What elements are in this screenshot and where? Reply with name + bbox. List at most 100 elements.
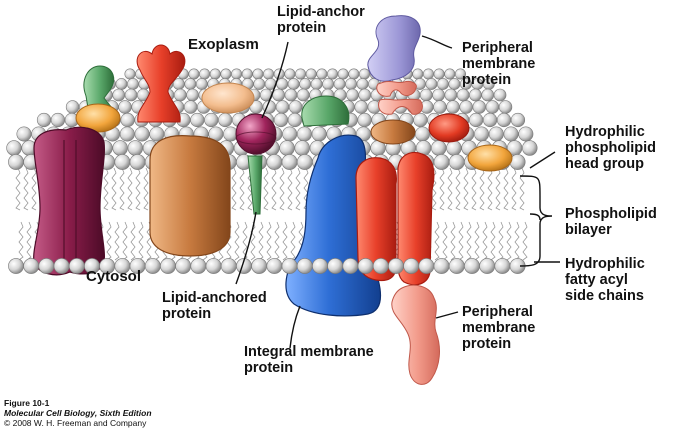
fatty-acyl-tail <box>122 221 128 261</box>
integral-protein-label: Integral membrane protein <box>244 344 374 376</box>
label-line: Lipid-anchored <box>162 290 267 306</box>
lipid-head <box>327 68 339 80</box>
lipid-head <box>448 154 465 170</box>
lipid-head <box>119 126 135 142</box>
figure-number: Figure 10-1 <box>4 398 50 408</box>
lipid-head <box>485 100 500 114</box>
fatty-acyl-tail <box>31 167 37 211</box>
fatty-acyl-tail <box>495 167 501 211</box>
lipid-head <box>348 68 360 80</box>
lipid-head <box>322 78 335 90</box>
lipid-head <box>160 258 176 274</box>
lipid-head <box>53 258 70 274</box>
fatty-acyl-tail <box>239 167 245 211</box>
fatty-acyl-tail <box>103 167 109 211</box>
lipid-head <box>190 258 207 274</box>
label-line: Integral membrane <box>244 344 374 360</box>
lipid-head <box>68 258 85 274</box>
lipid-head <box>431 140 447 156</box>
orange-protein-right <box>467 144 513 172</box>
lipid-head <box>287 112 303 128</box>
fatty-acyl-tail <box>290 221 296 261</box>
lipid-head <box>275 100 290 114</box>
lipid-head <box>346 88 359 102</box>
lipid-head <box>312 258 328 274</box>
lipid-head <box>296 154 313 170</box>
brown-integral-protein <box>149 135 231 257</box>
lipid-head <box>448 258 465 274</box>
fatty-acyl-tail <box>106 221 112 261</box>
fatty-acyl-tail <box>274 221 280 261</box>
lipid-head <box>354 100 368 114</box>
lipid-head <box>284 88 298 102</box>
lipid-head <box>266 154 283 170</box>
leader-lines <box>235 35 459 349</box>
lipid-head <box>220 258 237 274</box>
fatty-acyl-tail <box>482 221 488 261</box>
lipid-head <box>172 78 185 90</box>
lipid-head <box>173 88 187 102</box>
lipid-head <box>425 78 438 90</box>
purple-integral-protein <box>33 126 106 276</box>
lipid-head <box>127 78 139 90</box>
lipid-head <box>403 258 420 274</box>
red-transmembrane-protein <box>355 151 435 286</box>
lipid-anchor-protein-shape <box>235 113 277 215</box>
lipid-head <box>446 100 460 114</box>
lipid-head <box>342 258 359 274</box>
cytosol-label: Cytosol <box>86 268 142 285</box>
lipid-head <box>299 78 312 90</box>
lipid-anchored-protein-label: Lipid-anchored protein <box>162 290 267 322</box>
lipid-head <box>272 88 285 102</box>
fatty-acyl-tail <box>15 167 21 211</box>
lipid-head <box>474 126 490 142</box>
label-line: protein <box>277 20 327 36</box>
lipid-head <box>433 100 447 114</box>
lipid-head <box>282 126 298 142</box>
fatty-acyl-tail <box>522 221 528 261</box>
label-line: Peripheral <box>462 304 533 320</box>
fatty-acyl-tail <box>458 221 464 261</box>
lipid-head <box>195 78 208 90</box>
lipid-head <box>252 68 264 80</box>
lipid-head <box>281 154 298 170</box>
lipid-head <box>337 68 349 80</box>
label-line: membrane <box>462 56 536 72</box>
lipid-head <box>503 126 519 142</box>
lipid-head <box>479 258 496 274</box>
lipid-head <box>412 68 424 80</box>
acyl-chains-label: Hydrophilic fatty acyl side chains <box>565 256 645 304</box>
lipid-head <box>432 88 445 102</box>
lipid-head <box>459 100 473 114</box>
lipid-head <box>316 68 328 80</box>
red-blob-protein <box>428 113 470 143</box>
fatty-acyl-tail <box>466 221 472 261</box>
lipid-head <box>209 68 221 80</box>
lipid-head <box>175 258 192 274</box>
lipid-head <box>422 68 434 80</box>
lipid-head <box>464 258 480 274</box>
fatty-acyl-tail <box>18 221 24 261</box>
lipid-head <box>114 154 131 170</box>
copyright: © 2008 W. H. Freeman and Company <box>4 418 147 428</box>
lipid-head <box>345 78 357 90</box>
head-groups-inner-leaflet <box>8 258 526 274</box>
label-line: side chains <box>565 288 644 304</box>
lipid-head <box>16 126 32 142</box>
fatty-acyl-tail <box>503 167 509 211</box>
lipid-head <box>6 140 22 156</box>
lipid-head <box>446 140 462 156</box>
label-line: head group <box>565 156 644 172</box>
fatty-acyl-tail <box>295 167 301 211</box>
lipid-head <box>65 100 80 114</box>
lipid-head <box>496 112 512 128</box>
lipid-head <box>115 78 128 90</box>
lipid-head <box>144 258 161 274</box>
lipid-head <box>469 88 482 102</box>
lipid-head <box>311 126 327 142</box>
lipid-head <box>241 68 253 80</box>
fatty-acyl-tail <box>231 167 237 211</box>
lipid-head <box>419 88 433 102</box>
lipid-head <box>273 112 289 128</box>
